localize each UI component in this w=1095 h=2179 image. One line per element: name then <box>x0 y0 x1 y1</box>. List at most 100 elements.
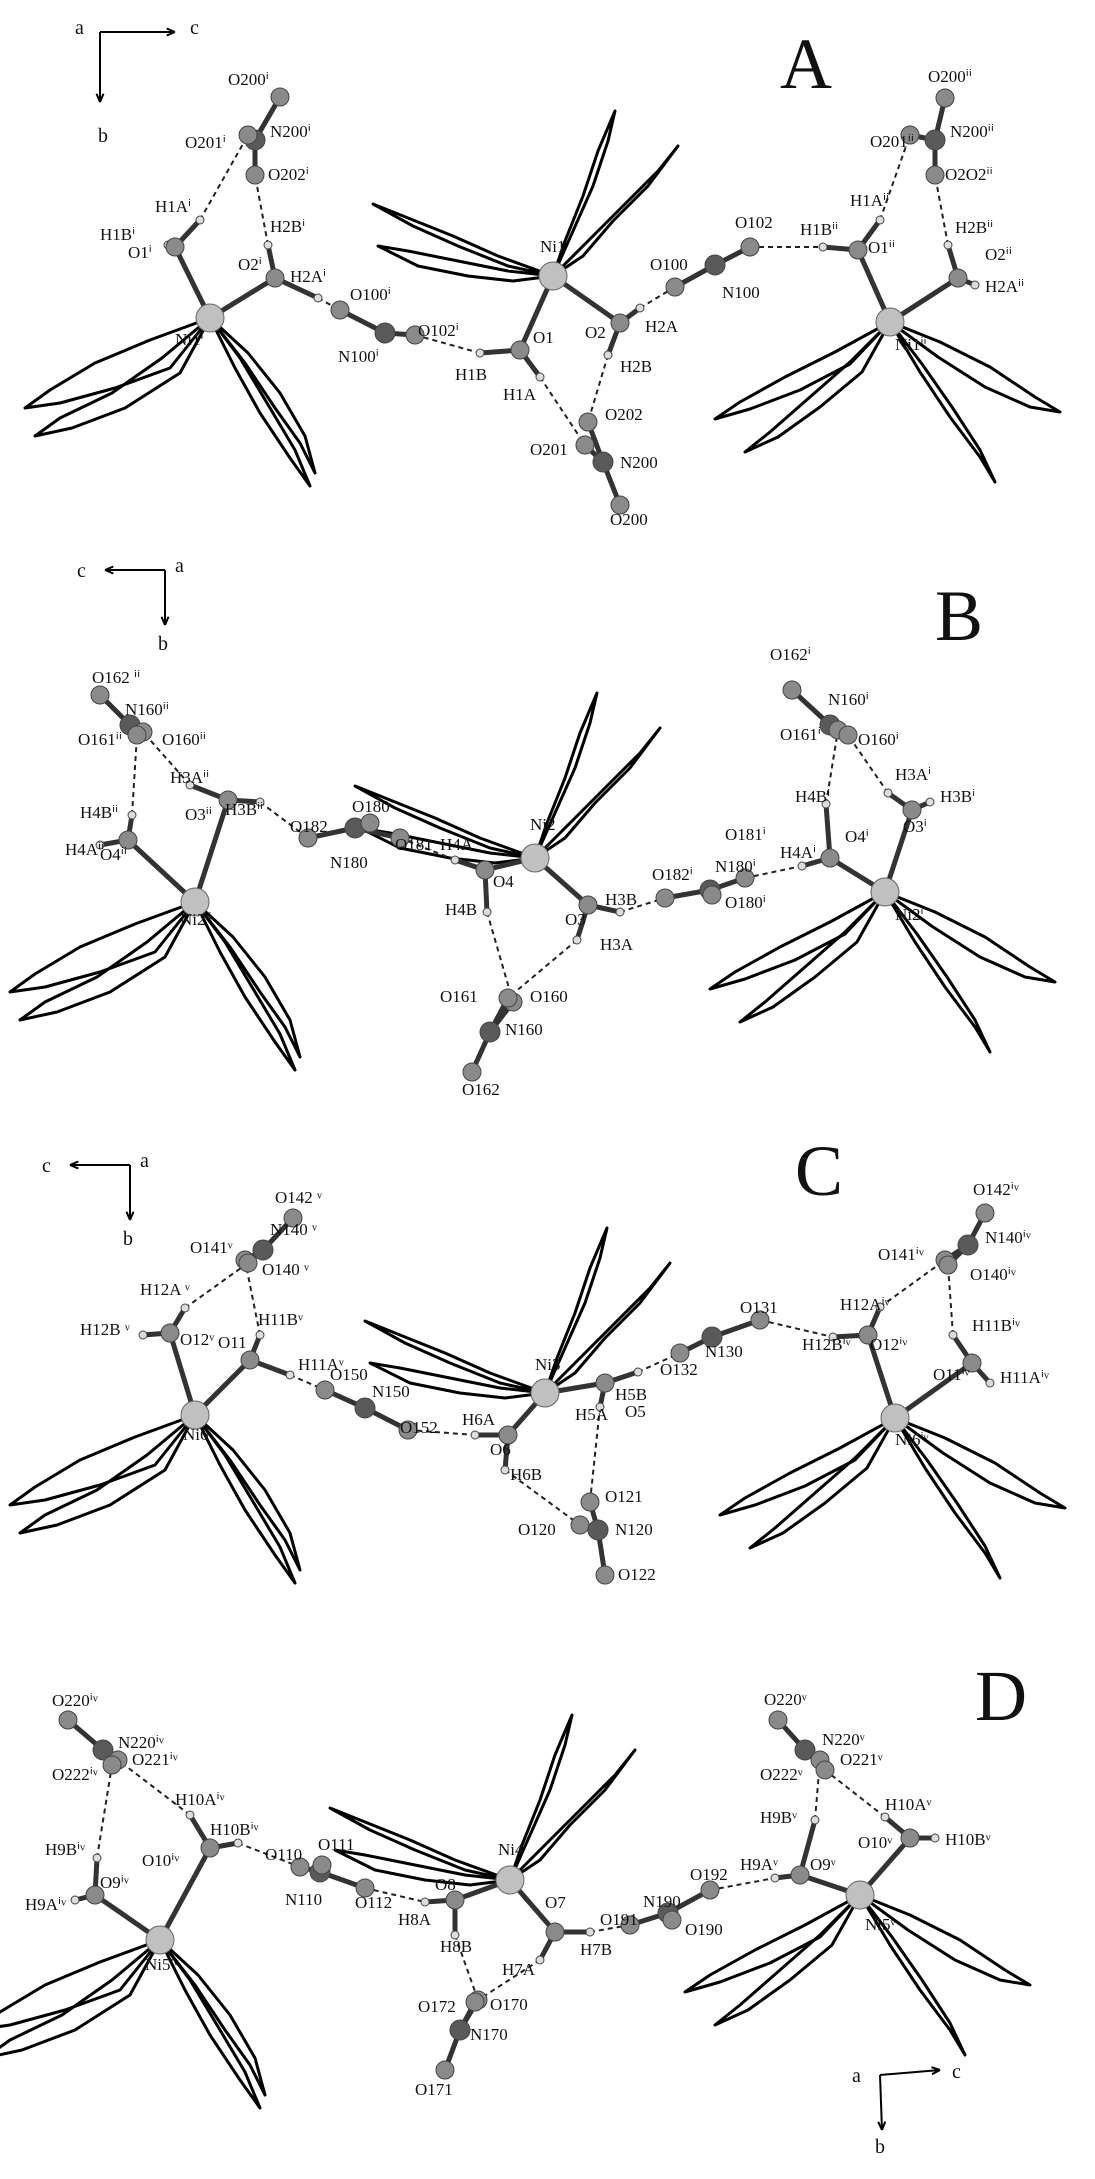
nitrogen-atom <box>704 254 726 276</box>
panel-letter: D <box>975 1656 1027 1736</box>
oxygen-atom <box>85 1885 105 1905</box>
atom-label-o141iv: O141ⁱᵛ <box>878 1245 925 1264</box>
atom-label-n200: N200 <box>620 453 658 472</box>
hydrogen-atom <box>255 797 265 807</box>
ligand-r-ring-3 <box>883 890 1057 984</box>
atom-label-n140v: N140 ᵛ <box>270 1220 318 1239</box>
ligand-c-ring-4 <box>551 144 680 278</box>
ligand-r-ring-4 <box>858 1893 967 2057</box>
oxygen-atom <box>445 1890 465 1910</box>
ni-o-bond <box>865 1332 898 1421</box>
atom-label-o180i: O180ⁱ <box>725 893 766 912</box>
ligand-r-ring-4 <box>893 1416 1002 1580</box>
atom-label-h9bv: H9Bᵛ <box>760 1808 798 1827</box>
ligand-l-ring-4 <box>158 1938 267 2097</box>
atom-label-h11biv: H11Bⁱᵛ <box>972 1316 1021 1335</box>
hydrogen-bond <box>539 376 586 446</box>
atom-label-n150: N150 <box>372 1382 410 1401</box>
atom-label-n190: N190 <box>643 1892 681 1911</box>
atom-label-h2aii: H2Aⁱⁱ <box>985 277 1024 296</box>
hydrogen-atom <box>500 1465 510 1475</box>
atom-label-o11: O11 <box>218 1333 247 1352</box>
oxygen-atom <box>510 340 530 360</box>
ligand-l-ring-1 <box>0 1938 162 2028</box>
oxygen-atom <box>620 1915 640 1935</box>
atom-label-o10v: O10ᵛ <box>858 1833 893 1852</box>
oxygen-atom <box>545 1922 565 1942</box>
hydrogen-atom <box>970 280 980 290</box>
hydrogen-bond <box>947 1264 954 1336</box>
atom-label-o8: O8 <box>435 1875 456 1894</box>
ligand-r-ring-3 <box>888 320 1062 414</box>
atom-label-o182: O182 <box>290 817 328 836</box>
hydrogen-atom <box>482 907 492 917</box>
atom-label-n200i: N200ⁱ <box>270 122 311 141</box>
oxygen-atom <box>740 237 760 257</box>
nickel-atom <box>538 261 568 291</box>
atom-label-o6: O6 <box>490 1440 511 1459</box>
oxygen-atom <box>578 412 598 432</box>
hydrogen-bond <box>504 1469 581 1526</box>
hydrogen-atom <box>233 1838 243 1848</box>
ligand-r-ring-2 <box>738 890 887 1024</box>
axis-c-head <box>104 565 114 575</box>
atom-label-h2b: H2B <box>620 357 652 376</box>
axis-label-1: a <box>175 555 184 577</box>
atom-label-n140iv: N140ⁱᵛ <box>985 1228 1032 1247</box>
oxygen-atom <box>462 1062 482 1082</box>
hydrogen-atom <box>470 1430 480 1440</box>
ligand-r-ring-3 <box>893 1416 1067 1510</box>
hydrogen-atom <box>633 1367 643 1377</box>
oxygen-atom <box>58 1710 78 1730</box>
hydrogen-bond <box>117 1759 191 1816</box>
atom-label-o131: O131 <box>740 1298 778 1317</box>
oxygen-atom <box>102 1755 122 1775</box>
atom-label-o121: O121 <box>605 1487 643 1506</box>
atom-label-h2bii: H2Bⁱⁱ <box>955 218 993 237</box>
nitrogen-atom <box>92 1739 114 1761</box>
atom-label-h1bi: H1Bⁱ <box>100 225 135 244</box>
oxygen-atom <box>580 1492 600 1512</box>
atom-label-o220iv: O220ⁱᵛ <box>52 1691 99 1710</box>
hydrogen-atom <box>535 1955 545 1965</box>
atom-label-h1bii: H1Bⁱⁱ <box>800 220 838 239</box>
oxygen-atom <box>750 1310 770 1330</box>
hydrogen-bond <box>237 1842 301 1868</box>
atom-label-o1: O1 <box>533 328 554 347</box>
hydrogen-atom <box>70 1895 80 1905</box>
atom-label-ni_right: Ni5ᵛ <box>865 1915 897 1934</box>
hydrogen-atom <box>313 293 323 303</box>
nitrogen-atom <box>701 1326 723 1348</box>
ligand-l-ring-3 <box>193 1413 297 1585</box>
atom-label-o122: O122 <box>618 1565 656 1584</box>
atom-label-o220v: O220ᵛ <box>764 1690 808 1709</box>
ligand-c-ring-2 <box>333 1848 512 1887</box>
oxygen-atom <box>265 268 285 288</box>
oxygen-atom <box>405 325 425 345</box>
nickel-atom <box>180 887 210 917</box>
oxygen-atom <box>238 125 258 145</box>
axis-c-head <box>69 1160 79 1170</box>
atom-label-o12v: O12ᵛ <box>180 1330 215 1349</box>
hydrogen-bond <box>184 1262 249 1309</box>
hydrogen-atom <box>475 348 485 358</box>
nickel-atom <box>180 1400 210 1430</box>
atom-label-o9v: O9ᵛ <box>810 1855 837 1874</box>
oxygen-atom <box>700 1880 720 1900</box>
atom-label-n220v: N220ᵛ <box>822 1730 866 1749</box>
hydrogen-atom <box>925 797 935 807</box>
ni-o-bond <box>192 797 231 905</box>
hydrogen-atom <box>420 1897 430 1907</box>
oxygen-atom <box>768 1710 788 1730</box>
oxygen-atom <box>465 1992 485 2012</box>
oxygen-atom <box>925 165 945 185</box>
oxygen-atom <box>575 435 595 455</box>
atom-label-h6b: H6B <box>510 1465 542 1484</box>
atom-label-o120: O120 <box>518 1520 556 1539</box>
atom-label-o161: O161 <box>440 987 478 1006</box>
nitrogen-atom <box>592 451 614 473</box>
hydrogen-bond <box>759 1319 834 1338</box>
axis-label-0: a <box>852 2065 861 2087</box>
